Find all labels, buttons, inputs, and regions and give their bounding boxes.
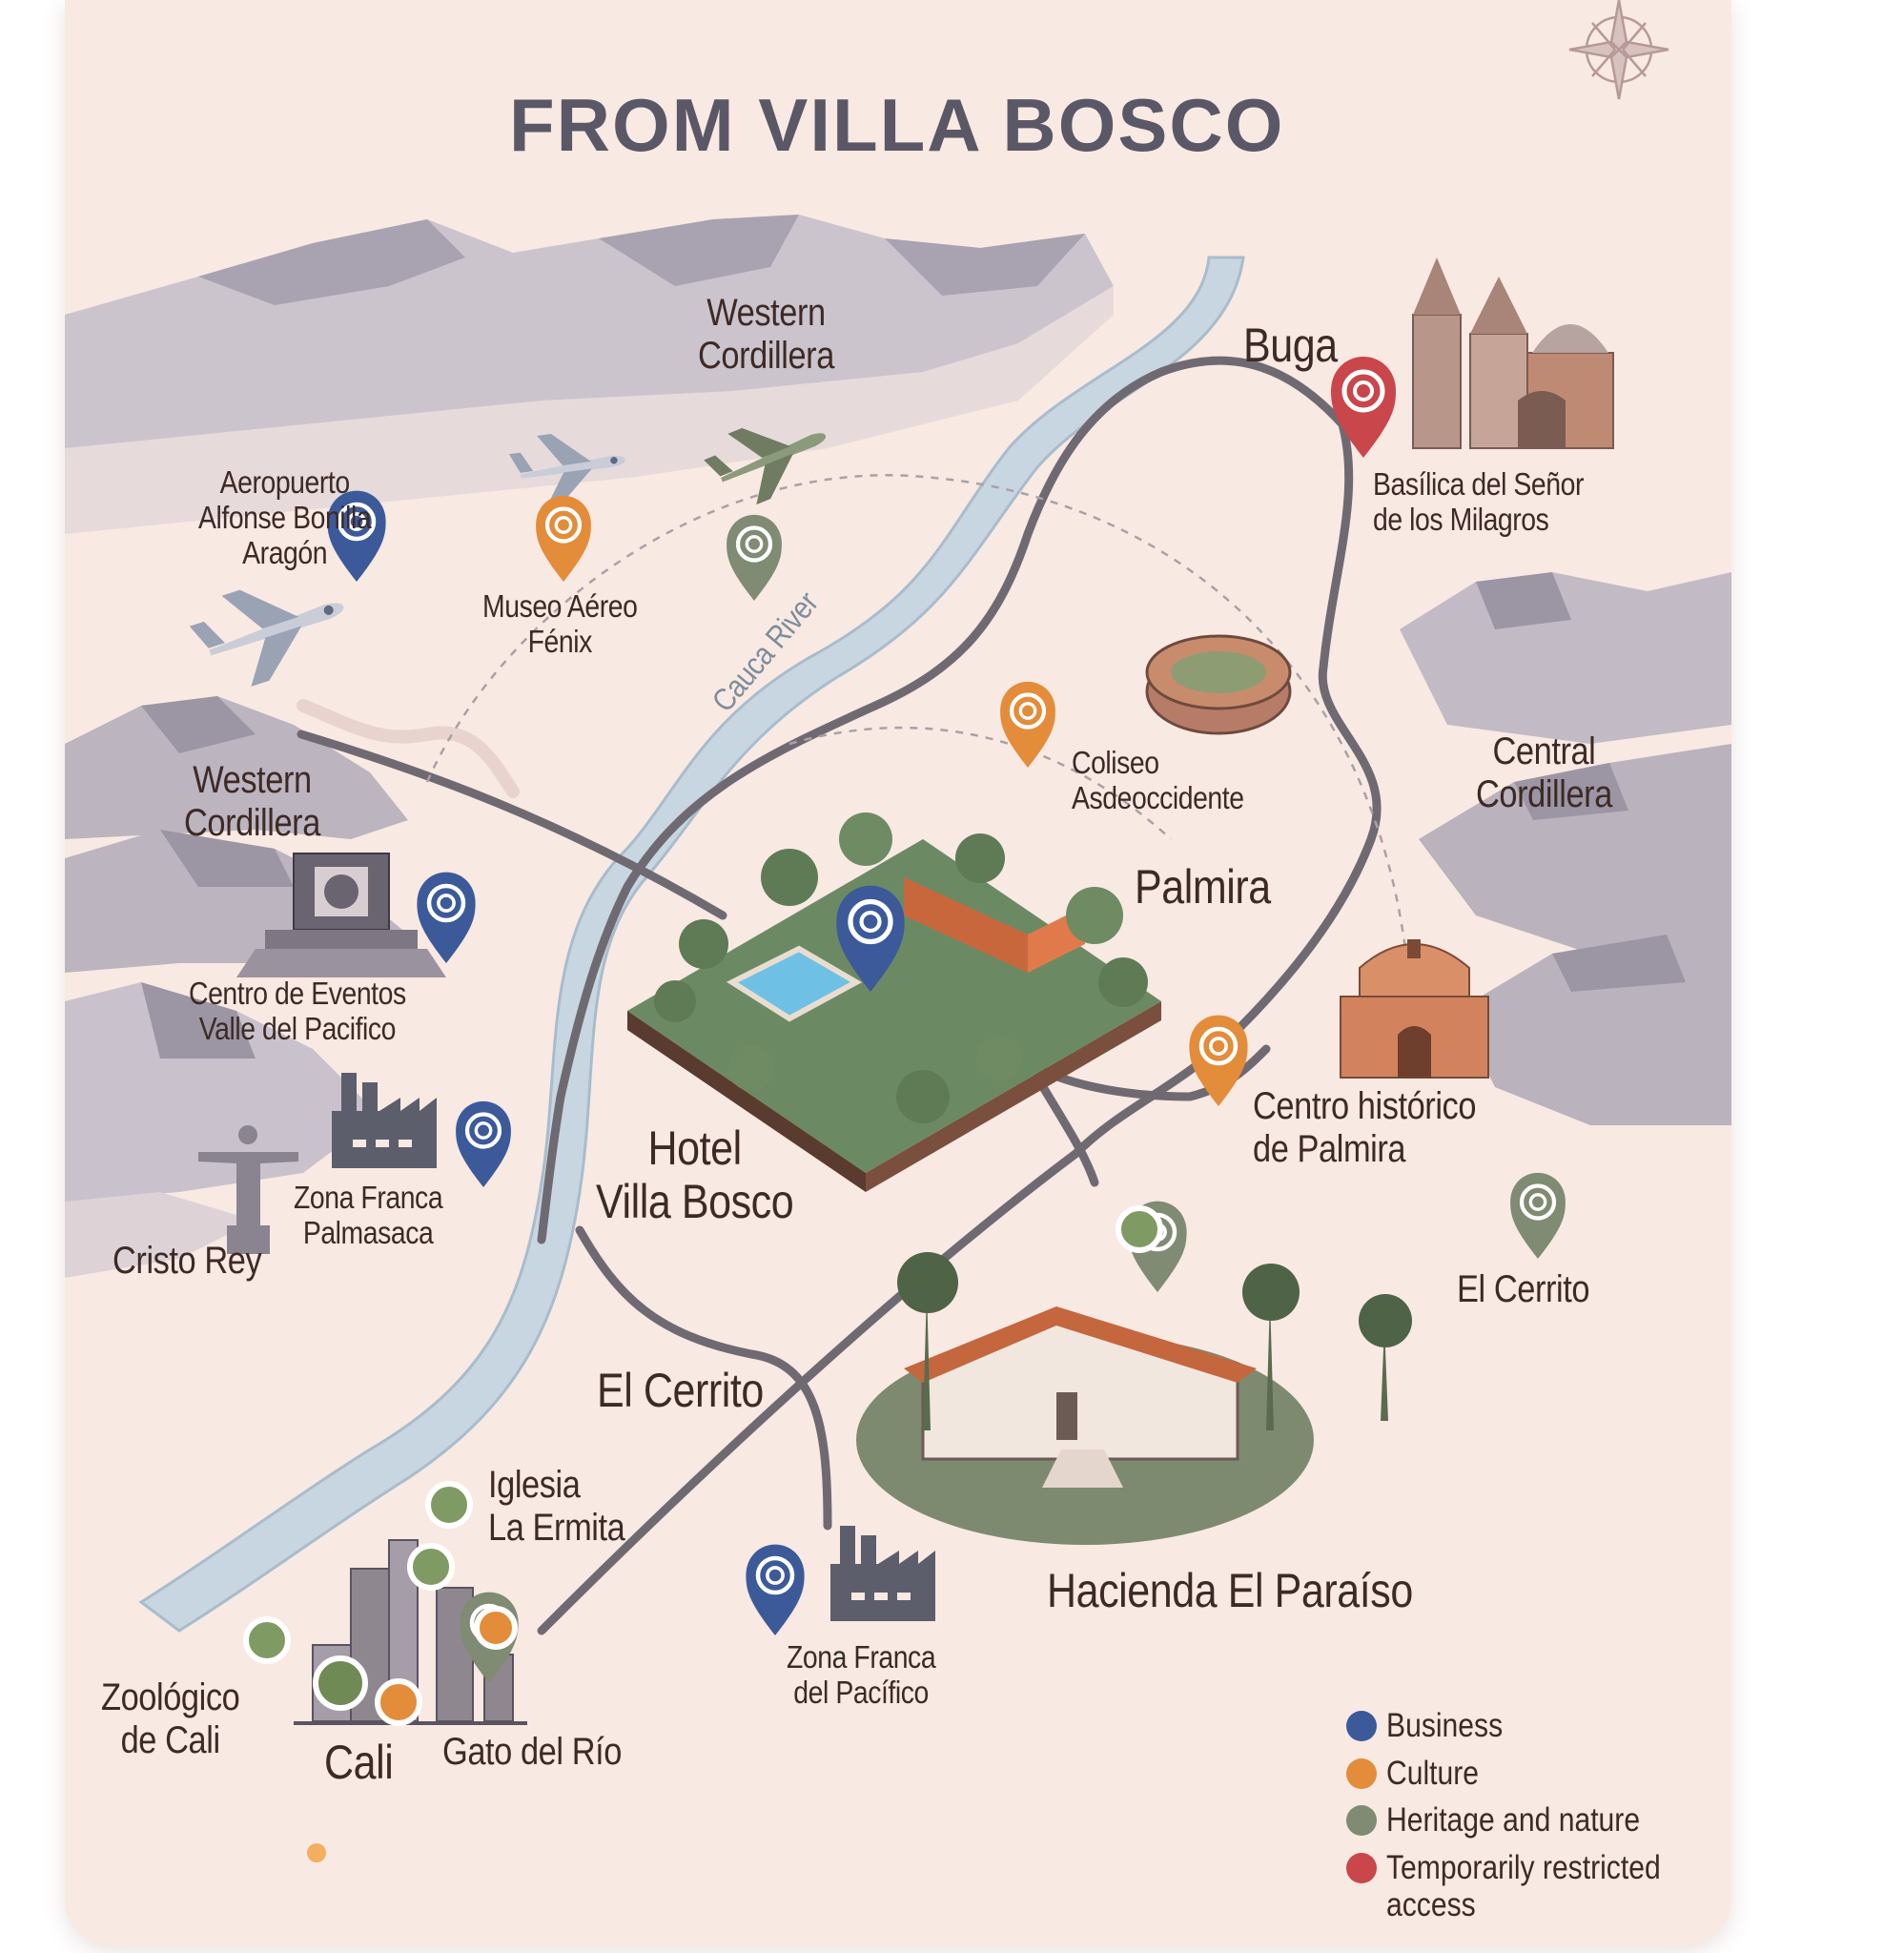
legend-label: Temporarily restricted access bbox=[1386, 1848, 1661, 1924]
church-icon bbox=[1340, 939, 1489, 1079]
label-aeropuerto: Aeropuerto Alfonse Bonilla Aragón bbox=[198, 464, 372, 570]
map-pin-icon bbox=[456, 1101, 511, 1187]
convention-center-icon bbox=[236, 853, 446, 977]
cauca-river bbox=[138, 256, 1245, 1633]
map-pin-icon bbox=[1000, 682, 1055, 768]
hacienda-icon bbox=[856, 1252, 1412, 1545]
mountains-east bbox=[1400, 572, 1731, 1125]
legend-swatch-culture bbox=[1346, 1758, 1377, 1789]
map-marker-group-cali bbox=[243, 1205, 1163, 1726]
hotel-icon bbox=[627, 812, 1161, 1192]
label-zona-franca-palmasaca: Zona Franca Palmasaca bbox=[294, 1180, 443, 1250]
label-centro-historico: Centro histórico de Palmira bbox=[1253, 1085, 1477, 1170]
legend: Business Culture Heritage and nature Tem… bbox=[1346, 1707, 1728, 1934]
map-pin-icon bbox=[746, 1545, 804, 1635]
legend-item-restricted: Temporarily restricted access bbox=[1346, 1849, 1728, 1924]
label-western-cordillera-west: Western Cordillera bbox=[184, 759, 320, 844]
label-palmira: Palmira bbox=[1135, 860, 1271, 914]
label-cali: Cali bbox=[324, 1736, 394, 1789]
map-card: FROM VILLA BOSCO Western Cordillera West… bbox=[65, 0, 1731, 1945]
label-hotel: Hotel Villa Bosco bbox=[596, 1121, 794, 1228]
map-pin-icon bbox=[536, 496, 591, 582]
map-title: FROM VILLA BOSCO bbox=[509, 83, 1285, 167]
map-pin-icon bbox=[1331, 357, 1396, 458]
legend-swatch-business bbox=[1346, 1711, 1377, 1741]
label-el-cerrito-east: El Cerrito bbox=[1457, 1268, 1590, 1310]
legend-label: Business bbox=[1386, 1707, 1504, 1744]
stadium-icon bbox=[1145, 634, 1292, 735]
map-pin-icon bbox=[1510, 1173, 1566, 1259]
legend-swatch-restricted bbox=[1346, 1852, 1377, 1883]
legend-label: Heritage and nature bbox=[1386, 1801, 1641, 1840]
label-central-cordillera: Central Cordillera bbox=[1476, 730, 1612, 815]
legend-label: Culture bbox=[1386, 1754, 1480, 1792]
legend-item-business: Business bbox=[1346, 1707, 1728, 1745]
label-museo: Museo Aéreo Fénix bbox=[482, 588, 638, 659]
label-cristo-rey: Cristo Rey bbox=[113, 1240, 262, 1282]
legend-item-heritage: Heritage and nature bbox=[1346, 1801, 1728, 1840]
map-canvas bbox=[65, 0, 1731, 1862]
label-basilica: Basílica del Señor de los Milagros bbox=[1373, 466, 1585, 537]
label-gato: Gato del Río bbox=[442, 1731, 622, 1773]
roads bbox=[297, 356, 1382, 1635]
label-iglesia: Iglesia La Ermita bbox=[488, 1464, 625, 1549]
label-western-cordillera-north: Western Cordillera bbox=[698, 292, 834, 377]
radius-arc-inner bbox=[788, 726, 1172, 840]
label-el-cerrito-center: El Cerrito bbox=[597, 1364, 764, 1417]
decorative-dot bbox=[307, 1843, 326, 1862]
factory-icon bbox=[830, 1526, 935, 1621]
factory-icon bbox=[332, 1073, 437, 1168]
legend-item-culture: Culture bbox=[1346, 1755, 1728, 1793]
label-zona-franca-pacifico: Zona Franca del Pacífico bbox=[787, 1639, 936, 1710]
cathedral-icon bbox=[1412, 257, 1614, 449]
label-coliseo: Coliseo Asdeoccidente bbox=[1072, 745, 1244, 815]
airplane-icon bbox=[183, 561, 358, 699]
label-centro-eventos: Centro de Eventos Valle del Pacifico bbox=[189, 976, 406, 1046]
legend-swatch-heritage bbox=[1346, 1805, 1377, 1837]
mountains-north bbox=[65, 215, 1114, 534]
label-zoologico: Zoológico de Cali bbox=[101, 1676, 240, 1761]
airplane-icon bbox=[704, 427, 827, 505]
label-buga: Buga bbox=[1243, 319, 1338, 372]
statue-icon bbox=[198, 1125, 298, 1254]
compass-rose-icon bbox=[1568, 0, 1669, 100]
map-pin-icon bbox=[727, 515, 782, 601]
radius-arc-outer bbox=[425, 474, 1411, 983]
airport-road bbox=[297, 699, 520, 798]
label-hacienda: Hacienda El Paraíso bbox=[1047, 1564, 1413, 1617]
